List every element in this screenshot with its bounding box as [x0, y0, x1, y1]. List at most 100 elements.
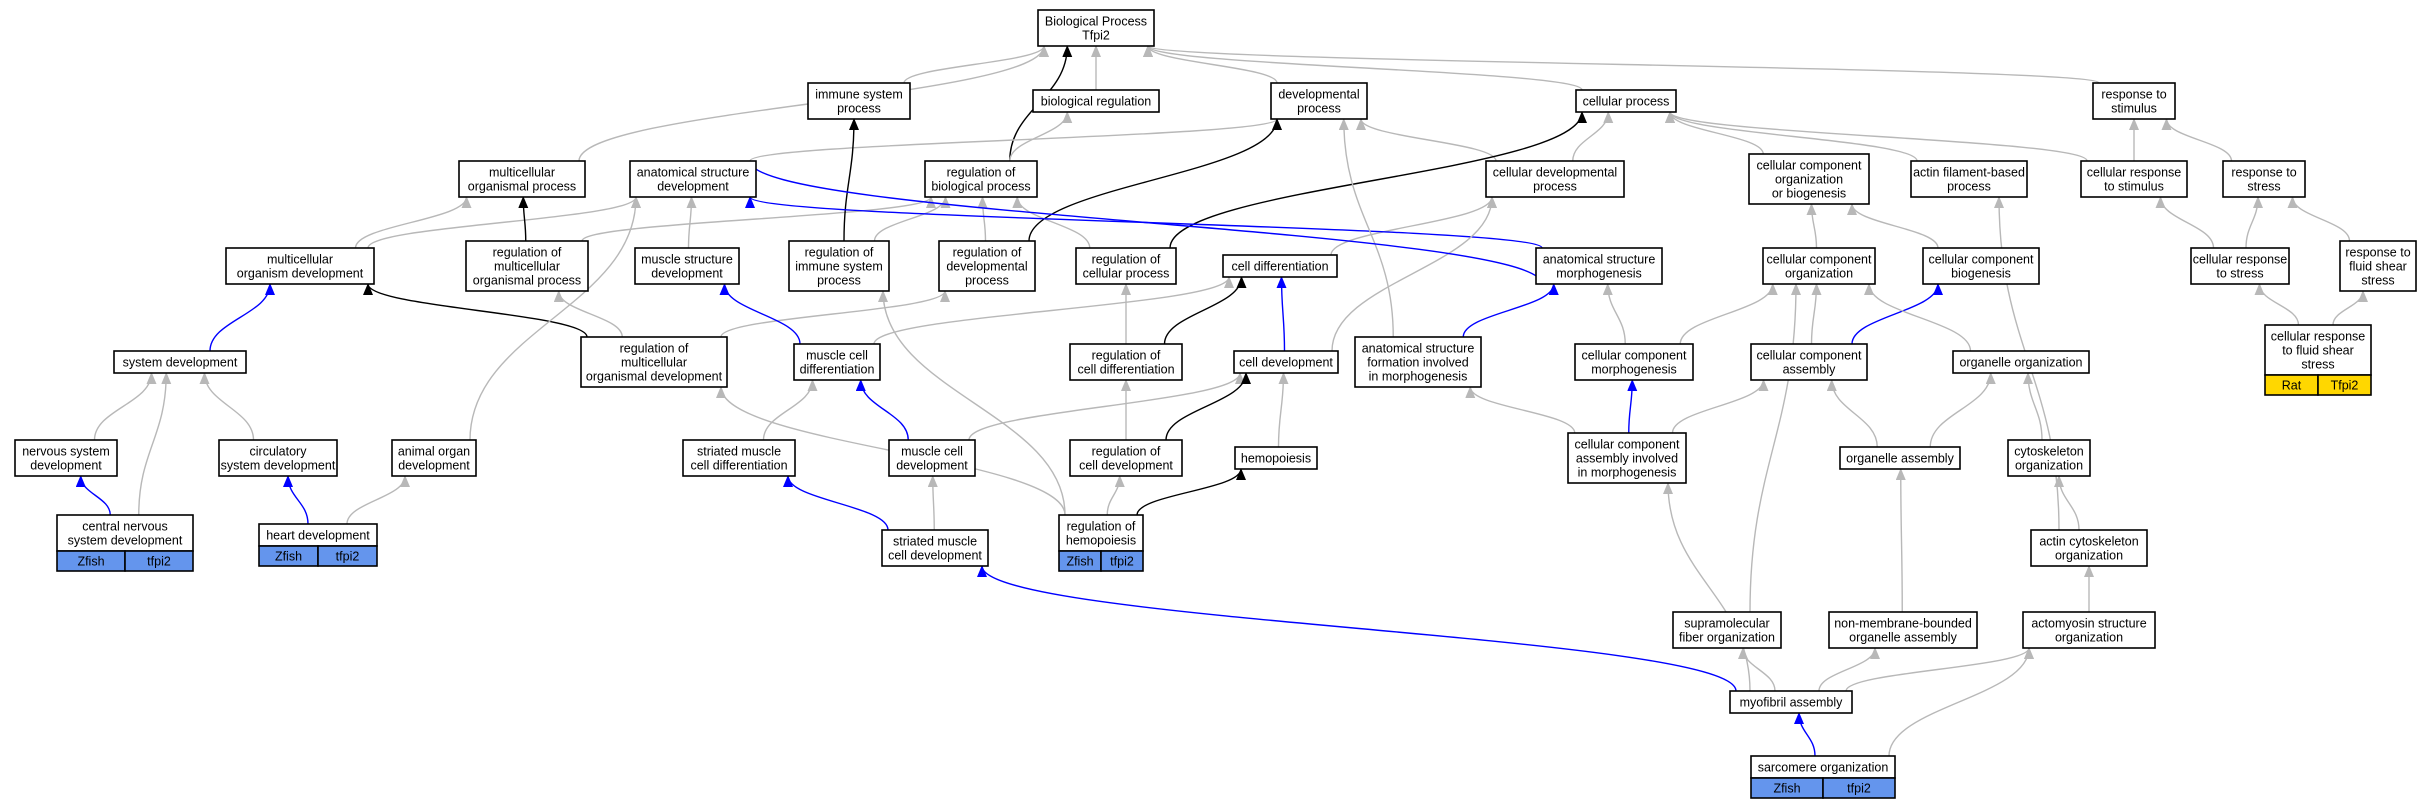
- node-label-line: organismal process: [473, 274, 581, 288]
- go-term-node-cellproc[interactable]: cellular process: [1575, 89, 1677, 113]
- node-label-line: multicellular: [267, 253, 333, 267]
- node-box: [1354, 336, 1482, 388]
- edge-cellproc-to-bp: [1143, 45, 1583, 91]
- node-box: [807, 82, 911, 120]
- node-label-line: anatomical structure: [1362, 342, 1475, 356]
- edge-regdevproc-to-regbio: [977, 196, 988, 242]
- node-label-line: anatomical structure: [1543, 253, 1656, 267]
- go-term-node-organelleassembly[interactable]: organelle assembly: [1839, 446, 1961, 470]
- node-label-line: regulation of: [1092, 253, 1161, 267]
- node-label-line: hemopoiesis: [1241, 452, 1311, 466]
- go-term-node-hemopoiesis[interactable]: hemopoiesis: [1234, 446, 1318, 470]
- edge-immune-to-bp: [903, 45, 1049, 84]
- node-label-line: regulation of: [1067, 520, 1136, 534]
- node-box: [465, 240, 589, 292]
- node-label-line: stimulus: [2111, 102, 2157, 116]
- edge-cytoorg-to-organelleorg: [2023, 372, 2043, 441]
- node-label-line: Tfpi2: [1082, 29, 1110, 43]
- edge-cns-to-nervdev: [75, 475, 111, 516]
- edge-multidev-to-multiproc: [354, 196, 472, 249]
- node-label-line: immune system: [815, 88, 903, 102]
- node-label-line: biogenesis: [1951, 267, 2011, 281]
- node-label-line: formation involved: [1367, 356, 1468, 370]
- edge-devproc-to-bp: [1143, 45, 1278, 84]
- edge-myofibril-to-nonmembrane: [1818, 647, 1880, 692]
- node-box: [225, 247, 375, 285]
- node-label-line: supramolecular: [1684, 617, 1769, 631]
- node-box: [1828, 611, 1978, 649]
- node-label-line: cellular response: [2271, 330, 2366, 344]
- edge-reghemo-to-regcelldev: [1106, 475, 1125, 516]
- edge-actinbased-to-cellproc: [1665, 111, 1918, 162]
- edge-myofibril-to-actomyosin: [1845, 647, 2034, 692]
- go-term-node-bioreg[interactable]: biological regulation: [1032, 89, 1160, 113]
- node-label-line: Biological Process: [1045, 15, 1147, 29]
- node-box: [682, 439, 796, 477]
- go-term-node-celldiff[interactable]: cell differentiation: [1222, 254, 1338, 278]
- node-label-line: development: [896, 459, 968, 473]
- go-term-node-myofibril[interactable]: myofibril assembly: [1729, 690, 1853, 714]
- node-label-line: cytoskeleton: [2014, 445, 2084, 459]
- go-term-node-sysdev[interactable]: system development: [113, 350, 247, 374]
- node-label-line: process: [1533, 180, 1577, 194]
- go-term-node-organelleorg[interactable]: organelle organization: [1952, 350, 2090, 374]
- edge-regimmune-to-regbio: [873, 196, 951, 242]
- node-box: [56, 514, 194, 552]
- node-label-line: cellular component: [1929, 253, 2034, 267]
- edge-hemopoiesis-to-celldev: [1277, 372, 1289, 448]
- node-box: [1058, 514, 1144, 552]
- node-label-line: regulation of: [1092, 349, 1161, 363]
- node-label-line: to fluid shear: [2282, 344, 2354, 358]
- edge-muscledev-to-musclediff: [855, 379, 909, 441]
- edge-celldevproc-to-devproc: [1356, 118, 1497, 162]
- go-term-node-celldev[interactable]: cell development: [1233, 350, 1339, 374]
